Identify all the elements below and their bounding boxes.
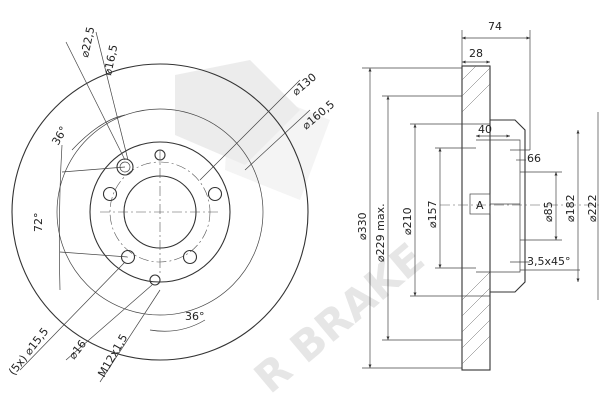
dim-d130: ⌀130 [290, 71, 320, 99]
dim-d229: ⌀229 max. [374, 203, 387, 262]
angle-line-2 [59, 251, 129, 258]
leader-d16-5 [95, 31, 129, 161]
angle-line-1 [61, 166, 126, 173]
dim-angle-36-top: 36° [49, 124, 70, 147]
dim-d222: ⌀222 [586, 194, 599, 222]
threaded-hole [149, 274, 161, 286]
leader-d22-5 [65, 41, 126, 161]
bolt-hole-6 [154, 149, 166, 161]
angle-arc-36-top [71, 114, 126, 151]
dim-d182: ⌀182 [564, 194, 577, 222]
dim-d85: ⌀85 [542, 201, 555, 222]
bolt-hole-3 [207, 186, 223, 202]
bolt-hole-5 [182, 249, 198, 265]
bolt-hole-2 [102, 186, 118, 202]
dim-w66: 66 [527, 152, 541, 165]
dim-d22-5: ⌀22,5 [78, 25, 97, 58]
dim-d330: ⌀330 [356, 212, 369, 240]
dim-angle-36-bottom: 36° [185, 310, 205, 323]
bolt-hole-4 [120, 249, 136, 265]
leader-hole-5x [19, 261, 126, 371]
dim-w74: 74 [488, 20, 502, 33]
dim-d16: ⌀16 [66, 338, 89, 362]
leader-d160-5 [244, 109, 311, 171]
disc-inner-circle [56, 108, 264, 316]
angle-arc-36-bottom [149, 319, 206, 332]
hat-profile [490, 119, 526, 293]
hat-inner-profile [476, 139, 521, 273]
leader-d130 [199, 79, 301, 181]
dim-w40: 40 [478, 123, 492, 136]
leader-thread [99, 289, 161, 383]
bolt-hole-1 [116, 158, 134, 176]
bolt-holes [102, 149, 223, 286]
side-view: 74 28 40 66 ⌀330 ⌀229 max. ⌀210 ⌀157 ⌀85… [356, 20, 600, 371]
disc-outer-circle [11, 63, 309, 361]
section-hatching [461, 65, 491, 365]
dim-hole-5x: (5x) ⌀15,5 [6, 325, 51, 378]
watermark-text: R BRAKE [245, 233, 434, 400]
angle-arc-72 [58, 144, 63, 291]
datum-label: A [476, 199, 484, 212]
dim-d157: ⌀157 [426, 200, 439, 228]
dim-angle-72: 72° [32, 213, 45, 233]
dim-chamfer: 3,5x45° [527, 255, 571, 268]
dim-d16-5: ⌀16,5 [101, 43, 120, 76]
leader-d16 [65, 284, 153, 361]
dim-d210: ⌀210 [401, 207, 414, 235]
watermark: R BRAKE [175, 60, 434, 400]
dim-w28: 28 [469, 47, 483, 60]
bolt-hole-1-inner [119, 161, 131, 173]
